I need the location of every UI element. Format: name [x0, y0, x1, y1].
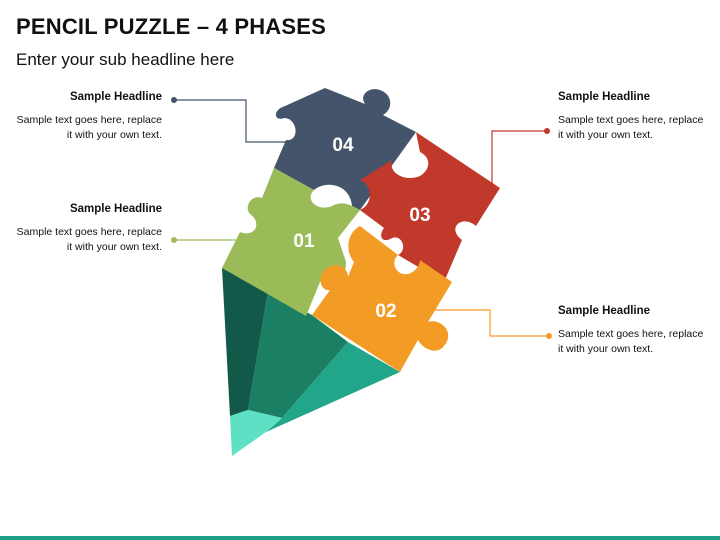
callout-02: Sample Headline Sample text goes here, r… [558, 304, 708, 357]
callout-headline: Sample Headline [558, 305, 651, 317]
callout-headline: Sample Headline [558, 91, 651, 103]
footer-accent-bar [0, 536, 720, 540]
pencil-body-dark-facet [222, 268, 268, 416]
callout-text: Sample text goes here, replace it with y… [16, 226, 162, 253]
callout-01: Sample Headline Sample text goes here, r… [12, 202, 162, 255]
puzzle-piece-02 [312, 226, 452, 372]
connector-line-03 [491, 130, 547, 188]
pencil-body-middle-facet [248, 292, 348, 418]
connector-dot-03 [544, 128, 550, 134]
piece-label-04: 04 [332, 135, 354, 156]
callout-text: Sample text goes here, replace it with y… [558, 114, 704, 141]
connector-line-02 [432, 309, 549, 337]
connector-dot-02 [546, 333, 552, 339]
connector-dot-01 [171, 237, 177, 243]
connector-line-04 [174, 99, 286, 143]
connector-dot-04 [171, 97, 177, 103]
callout-03: Sample Headline Sample text goes here, r… [558, 90, 708, 143]
callout-text: Sample text goes here, replace it with y… [16, 114, 162, 141]
callout-04: Sample Headline Sample text goes here, r… [12, 90, 162, 143]
callout-headline: Sample Headline [69, 203, 162, 215]
callout-text: Sample text goes here, replace it with y… [558, 328, 704, 355]
puzzle-piece-03 [360, 132, 500, 282]
pencil-tip [230, 410, 282, 456]
callout-headline: Sample Headline [69, 91, 162, 103]
pencil-body-light-facet [266, 342, 400, 432]
page-title: PENCIL PUZZLE – 4 PHASES [16, 14, 327, 39]
page-subtitle: Enter your sub headline here [16, 50, 235, 69]
piece-label-03: 03 [409, 205, 430, 226]
piece-label-02: 02 [375, 301, 396, 322]
piece-label-01: 01 [293, 231, 315, 252]
